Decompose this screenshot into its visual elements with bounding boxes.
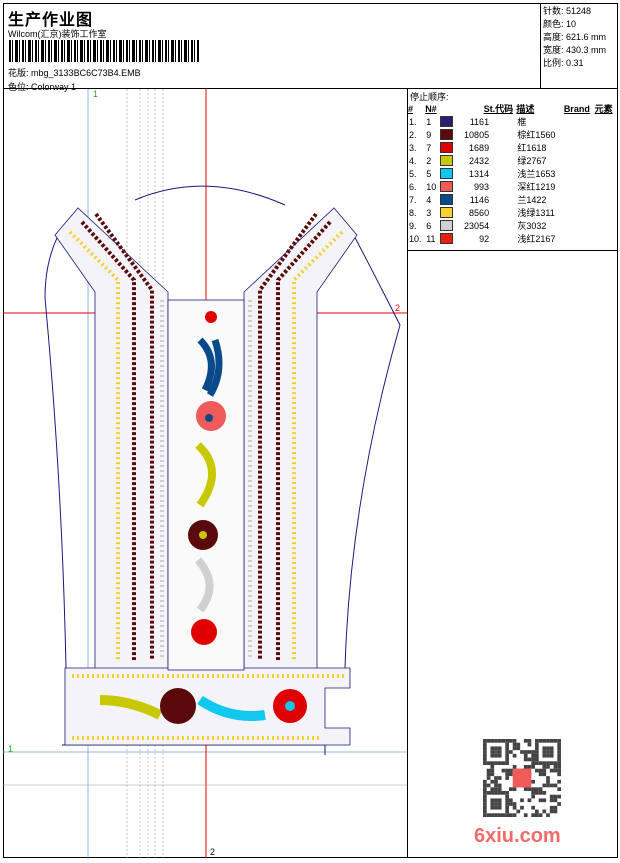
- design-file: 花版: mbg_3133BC6C73B4.EMB: [8, 66, 141, 79]
- row-needle: 4: [426, 194, 432, 205]
- row-desc: 框: [517, 117, 527, 127]
- row-stitches: 2432: [469, 155, 490, 166]
- row-desc: 红1618: [517, 143, 547, 153]
- guide-label-h1: 1: [8, 744, 14, 754]
- qr-code: [483, 739, 561, 817]
- row-needle: 3: [426, 207, 432, 218]
- row-index: 1.: [409, 116, 417, 127]
- row-needle: 2: [426, 155, 432, 166]
- design-info: 针数: 51248 颜色: 10 高度: 621.6 mm 宽度: 430.3 …: [540, 3, 618, 89]
- color-swatch: [440, 207, 454, 219]
- row-index: 2.: [409, 129, 417, 140]
- color-swatch: [440, 155, 454, 167]
- sequence-row: 4. 2 2432 绿2767: [408, 154, 616, 167]
- row-desc: 棕红1560: [517, 130, 556, 140]
- col-needle: N#: [425, 103, 437, 114]
- design-canvas: 1 2 1 2: [3, 89, 408, 858]
- design-label: 花版:: [8, 68, 29, 78]
- header: 生产作业图 Wilcom(汇京)装饰工作室 花版: mbg_3133BC6C73…: [3, 3, 618, 92]
- color-swatch: [440, 181, 454, 193]
- row-needle: 9: [426, 129, 432, 140]
- row-index: 6.: [409, 181, 417, 192]
- row-index: 5.: [409, 168, 417, 179]
- design-value: mbg_3133BC6C73B4.EMB: [31, 68, 141, 78]
- watermark-logo: 6xiu.com: [474, 825, 561, 847]
- row-needle: 5: [426, 168, 432, 179]
- col-brand: Brand: [563, 103, 590, 114]
- row-stitches: 10805: [464, 129, 490, 140]
- row-stitches: 993: [474, 181, 490, 192]
- row-stitches: 23054: [464, 220, 490, 231]
- sequence-row: 2. 9 10805 棕红1560: [408, 128, 616, 141]
- company-name: Wilcom(汇京)装饰工作室: [8, 29, 107, 39]
- stop-sequence-panel: 停止顺序: # N# St. 代码 描述 Brand 元素 1. 1 1161 …: [408, 89, 618, 858]
- flower-motifs: [99, 311, 307, 724]
- info-width: 宽度: 430.3 mm: [543, 45, 607, 55]
- row-stitches: 1161: [469, 116, 490, 127]
- info-height: 高度: 621.6 mm: [543, 32, 607, 42]
- row-desc: 浅绿1311: [517, 208, 555, 218]
- row-needle: 10: [426, 181, 437, 192]
- divider: [408, 245, 618, 251]
- color-swatch: [440, 116, 454, 128]
- row-needle: 7: [426, 142, 432, 153]
- info-stitches: 针数: 51248: [543, 6, 592, 16]
- info-colors: 颜色: 10: [543, 19, 577, 29]
- sequence-row: 5. 5 1314 浅兰1653: [408, 167, 616, 180]
- guide-label-h2: 2: [395, 303, 401, 313]
- sequence-row: 7. 4 1146 兰1422: [408, 193, 616, 206]
- guide-label-v2: 2: [210, 847, 216, 857]
- sequence-row: 10. 11 92 浅红2167: [408, 232, 616, 245]
- col-desc: 描述: [516, 104, 535, 114]
- sequence-row: 6. 10 993 深红1219: [408, 180, 616, 193]
- col-element: 元素: [594, 104, 613, 114]
- sheet-frame: [3, 3, 618, 858]
- row-index: 7.: [409, 194, 417, 205]
- row-needle: 1: [426, 116, 432, 127]
- row-stitches: 1146: [469, 194, 490, 205]
- page-title: 生产作业图: [8, 12, 94, 29]
- colorway: 色位: Colorway 1: [8, 80, 76, 93]
- colorway-value: Colorway 1: [31, 82, 77, 92]
- row-desc: 绿2767: [517, 156, 547, 166]
- row-stitches: 92: [479, 233, 490, 244]
- row-index: 4.: [409, 155, 417, 166]
- col-stitches: St.: [483, 103, 496, 114]
- color-swatch: [440, 142, 454, 154]
- row-index: 8.: [409, 207, 417, 218]
- row-desc: 深红1219: [517, 182, 556, 192]
- col-index: #: [408, 103, 414, 114]
- row-desc: 灰3032: [517, 221, 547, 231]
- row-needle: 6: [426, 220, 432, 231]
- row-desc: 兰1422: [517, 195, 547, 205]
- row-stitches: 8560: [469, 207, 490, 218]
- stop-sequence-title: 停止顺序:: [410, 92, 449, 102]
- row-desc: 浅兰1653: [517, 169, 556, 179]
- sequence-row: 8. 3 8560 浅绿1311: [408, 206, 616, 219]
- row-index: 9.: [409, 220, 417, 231]
- row-stitches: 1689: [469, 142, 490, 153]
- row-stitches: 1314: [469, 168, 490, 179]
- color-swatch: [440, 168, 454, 180]
- guide-label-v1: 1: [93, 89, 99, 99]
- sequence-row: 1. 1 1161 框: [408, 115, 616, 128]
- row-index: 3.: [409, 142, 417, 153]
- col-code: 代码: [495, 104, 514, 114]
- colorway-label: 色位:: [8, 82, 29, 92]
- row-desc: 浅红2167: [517, 234, 556, 244]
- barcode: [9, 40, 199, 62]
- stitch-columns: [68, 212, 345, 740]
- color-swatch: [440, 233, 454, 245]
- info-scale: 比例: 0.31: [543, 58, 584, 68]
- sequence-row: 9. 6 23054 灰3032: [408, 219, 616, 232]
- sequence-row: 3. 7 1689 红1618: [408, 141, 616, 154]
- row-needle: 11: [426, 233, 436, 244]
- row-index: 10.: [409, 233, 422, 244]
- color-swatch: [440, 129, 454, 141]
- color-swatch: [440, 220, 454, 232]
- embroidery-preview: [3, 89, 407, 858]
- color-swatch: [440, 194, 454, 206]
